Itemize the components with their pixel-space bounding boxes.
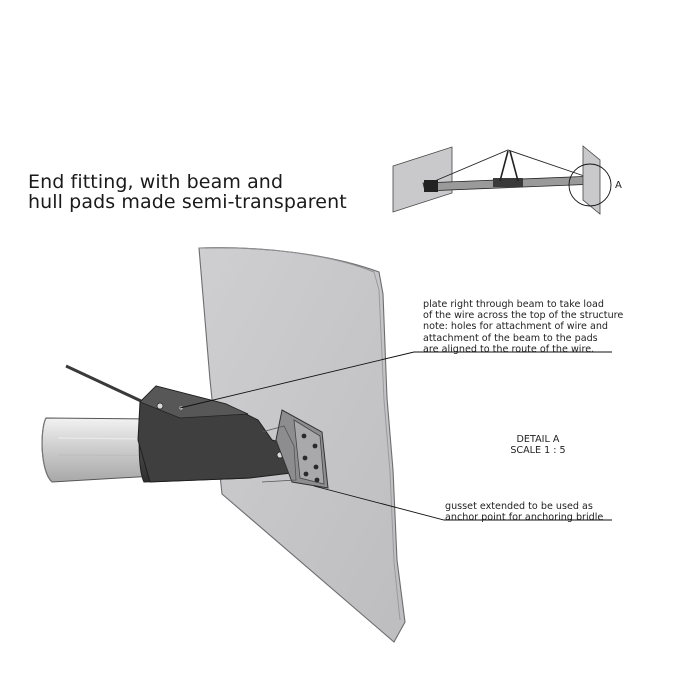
detail-callout-circle [568,163,612,207]
plate-leader-line [179,351,612,409]
detail-view [41,247,612,643]
overview-post-right [509,150,519,182]
beam-end-rim [41,417,53,483]
bracket-bolt-4 [313,464,319,470]
detail-title: DETAIL A SCALE 1 : 5 [488,434,588,456]
plate-hole-wire [156,402,164,410]
bracket-bolt-3 [302,455,308,461]
plate-upper-face [139,385,249,419]
detail-scale: SCALE 1 : 5 [510,445,566,457]
gusset-callout: gusset extended to be used as anchor poi… [445,501,603,523]
title-line-2: hull pads made semi-transparent [28,191,347,213]
bracket-bolt-1 [301,433,307,439]
gusset-callout-line-1: gusset extended to be used as [445,501,593,512]
plate-callout-line-5: are aligned to the route of the wire. [423,343,595,355]
detail-name: DETAIL A [516,434,560,445]
plate-callout-line-3: note: holes for attachment of wire and [423,321,609,333]
hull-pad-edge [373,271,401,621]
bracket-bolt-5 [303,471,309,477]
overview-right-pad [582,145,601,215]
plate-callout: plate right through beam to take load of… [423,299,623,355]
overview-center-clamp [493,178,523,187]
overview-left-pad [392,146,453,213]
plate-callout-line-1: plate right through beam to take load [423,299,604,310]
bracket-bolt-2 [312,443,318,449]
bracket-outline [261,425,297,483]
title-line-1: End fitting, with beam and [28,171,284,193]
detail-marker-label: A [615,180,622,191]
gusset-leader-line [313,485,612,521]
plate-callout-line-2: of the wire across the top of the struct… [423,310,624,322]
hull-pad-top-edge [198,247,375,273]
plate-callout-line-4: attachment of the beam to the pads [423,332,598,344]
overview-wire [429,149,591,184]
bracket-bolt-6 [314,477,320,483]
overview-beam-end-left [424,180,438,192]
gusset-callout-line-2: anchor point for anchoring bridle [445,512,604,524]
overview-drawing [392,145,612,215]
overview-post-left [499,150,509,182]
